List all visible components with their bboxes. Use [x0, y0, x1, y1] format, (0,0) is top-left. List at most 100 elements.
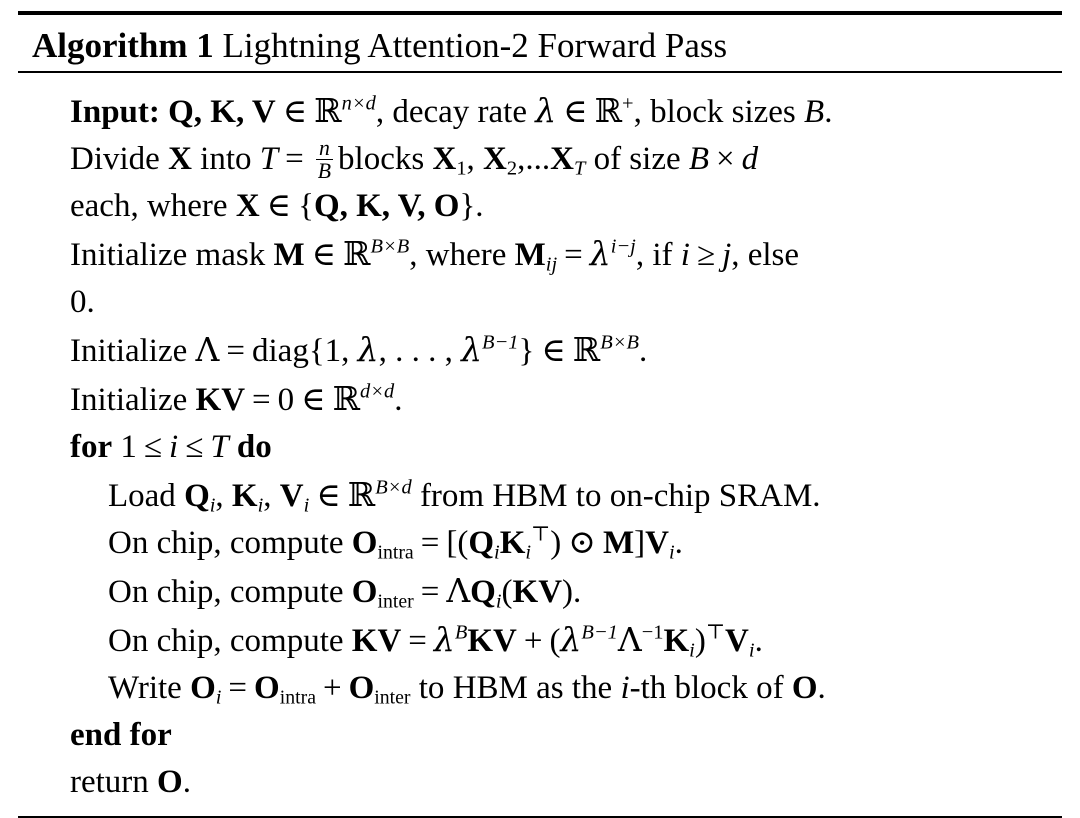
- divide-ellipsis: ,...: [517, 141, 551, 177]
- divide-blocks-word: blocks: [338, 141, 425, 177]
- intra-paren-open: (: [457, 525, 469, 561]
- o-inter-subscript: inter: [377, 590, 414, 613]
- return-keyword: return: [70, 764, 149, 800]
- write-o-inter-sub: inter: [374, 686, 411, 709]
- divide-set-open: {: [298, 188, 314, 224]
- input-decay-space: +: [622, 92, 634, 115]
- reals-symbol-kv: ℝ: [332, 379, 361, 418]
- line-return: return O.: [32, 759, 1062, 806]
- divide-into-word: into: [200, 141, 252, 177]
- diag-set-open: {: [308, 333, 325, 369]
- init-mask-equals: =: [564, 237, 583, 273]
- line-init-kv: Initialize KV=0∈ℝd×d.: [32, 375, 1062, 424]
- algorithm-body: Input: Q, K, V∈ℝn×d, decay rate λ∈ℝ+, bl…: [18, 73, 1062, 816]
- init-lambda-period: .: [639, 333, 648, 369]
- init-kv-space-dims: d×d: [360, 380, 395, 403]
- input-membership: ∈: [282, 94, 308, 130]
- init-mask-membership: ∈: [311, 237, 337, 273]
- reals-symbol-lambda: ℝ: [572, 330, 601, 369]
- divide-set-close: }: [459, 188, 476, 224]
- intra-bracket-close: ]: [634, 525, 646, 561]
- diag-lambda: λ: [357, 330, 379, 369]
- load-v-sub: i: [303, 494, 310, 517]
- line-init-mask: Initialize mask M∈ℝB×B, where Mij=λi−j, …: [32, 230, 1062, 279]
- kv-k-sub: i: [689, 639, 695, 662]
- diag-set-close: }: [518, 333, 535, 369]
- init-mask-else: , else: [731, 237, 800, 273]
- divide-comma-1: ,: [466, 141, 484, 177]
- kv-lambda-symbol: λ: [433, 620, 455, 659]
- algorithm-label: Algorithm 1: [32, 26, 214, 65]
- title-rule: [18, 71, 1062, 73]
- kv-v-sub: i: [748, 639, 755, 662]
- mask-m-subscript: ij: [545, 253, 558, 276]
- reals-symbol-mask: ℝ: [343, 234, 371, 273]
- inter-kv-matrix: KV: [512, 574, 563, 610]
- diag-one: 1,: [324, 333, 350, 369]
- mask-cond-j: j: [722, 237, 732, 273]
- do-keyword: do: [236, 429, 272, 465]
- load-v-matrix: V: [279, 478, 304, 514]
- for-keyword: for: [70, 429, 113, 465]
- algorithm-block: Algorithm 1 Lightning Attention-2 Forwar…: [18, 0, 1062, 818]
- intra-k-sub: i: [525, 541, 532, 564]
- inter-q-matrix: Q: [470, 574, 496, 610]
- diag-lambda-exponent: B−1: [482, 331, 519, 354]
- intra-v-sub: i: [668, 541, 675, 564]
- mask-m-entry: M: [514, 237, 546, 273]
- intra-k-matrix: K: [499, 525, 526, 561]
- intra-k-transpose: ⊤: [531, 523, 551, 546]
- write-o-intra: O: [254, 670, 280, 706]
- load-space-dims: B×d: [375, 476, 412, 499]
- input-comma-2: ,: [633, 94, 651, 130]
- intra-hadamard: ⊙: [568, 525, 596, 561]
- load-comma-1: ,: [215, 478, 232, 514]
- init-mask-space-dims: B×B: [370, 235, 410, 258]
- compute-kv-prefix: On chip, compute: [108, 623, 344, 659]
- load-source: HBM: [492, 478, 568, 514]
- block-size-symbol: B: [804, 94, 825, 130]
- intra-v-matrix: V: [645, 525, 669, 561]
- for-upper-bound: T: [210, 429, 229, 465]
- divide-period: .: [475, 188, 484, 224]
- kv-period: .: [754, 623, 763, 659]
- mask-zero-value: 0.: [70, 284, 95, 320]
- write-plus: +: [322, 670, 342, 706]
- kv-v-matrix: V: [725, 623, 749, 659]
- line-divide-cont: each, where X∈{Q, K, V, O}.: [32, 183, 1062, 230]
- inter-paren-open: (: [501, 574, 513, 610]
- intra-q-matrix: Q: [468, 525, 494, 561]
- line-end-for: end for: [32, 712, 1062, 759]
- write-as-word: as the: [536, 670, 613, 706]
- write-to-word: to: [418, 670, 445, 706]
- line-compute-kv: On chip, compute KV=λBKV+(λB−1Λ−1Ki)⊤Vi.: [32, 616, 1062, 665]
- line-load: Load Qi, Ki, Vi∈ℝB×d from HBM to on-chip…: [32, 471, 1062, 520]
- init-kv-equals: =: [252, 382, 271, 418]
- inter-big-lambda: Λ: [446, 571, 471, 610]
- mask-cond-i: i: [680, 237, 690, 273]
- write-o-sub: i: [215, 686, 222, 709]
- for-leq-1: ≤: [143, 429, 163, 465]
- line-for-loop: for 1≤i≤T do: [32, 424, 1062, 471]
- line-compute-intra: On chip, compute Ointra=[(QiKi⊤)⊙M]Vi.: [32, 520, 1062, 567]
- load-word: Load: [108, 478, 176, 514]
- mask-lambda-exponent: i−j: [610, 235, 636, 258]
- line-input: Input: Q, K, V∈ℝn×d, decay rate λ∈ℝ+, bl…: [32, 87, 1062, 136]
- kv-matrix-init: KV: [195, 382, 246, 418]
- divide-each-word: each, where: [70, 188, 228, 224]
- diag-function: diag: [252, 333, 309, 369]
- load-q-matrix: Q: [184, 478, 210, 514]
- divide-t-symbol: T: [259, 141, 279, 177]
- load-from-word: from: [419, 478, 485, 514]
- divide-x1: X: [432, 141, 457, 177]
- kv-lambda-exponent-2: B−1: [581, 621, 618, 644]
- write-th-suffix: -th block of: [629, 670, 784, 706]
- line-compute-inter: On chip, compute Ointer=ΛQi(KV).: [32, 567, 1062, 616]
- write-o-intra-sub: intra: [279, 686, 316, 709]
- divide-times: ×: [716, 141, 735, 177]
- divide-x-matrix: X: [168, 141, 192, 177]
- reals-symbol-load: ℝ: [347, 475, 376, 514]
- load-comma-2: ,: [263, 478, 280, 514]
